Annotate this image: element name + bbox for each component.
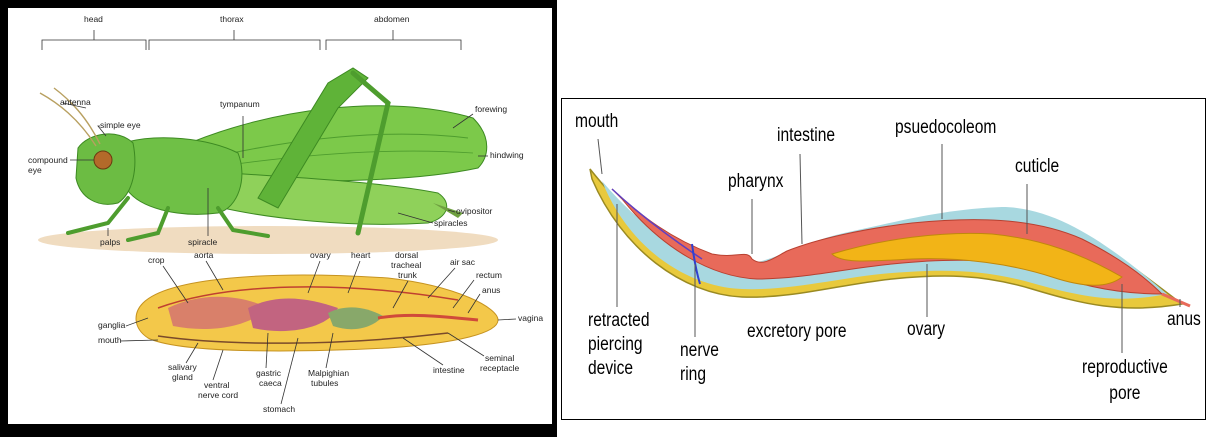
- label-mouth: mouth: [98, 335, 122, 345]
- worm-panel: mouth intestine pharynx psuedocoleom cut…: [561, 98, 1206, 420]
- label-stomach: stomach: [263, 404, 295, 414]
- label-gland: gland: [172, 372, 193, 382]
- label-receptacle: receptacle: [480, 363, 519, 373]
- worm-label-anus: anus: [1167, 309, 1201, 331]
- internal-anatomy: [136, 275, 498, 351]
- worm-label-pharynx: pharynx: [728, 171, 783, 193]
- label-spiracle: spiracle: [188, 237, 218, 247]
- label-nerve-cord: nerve cord: [198, 390, 238, 400]
- label-anus: anus: [482, 285, 500, 295]
- label-tracheal: tracheal: [391, 260, 421, 270]
- label-trunk: trunk: [398, 270, 418, 280]
- label-heart: heart: [351, 250, 371, 260]
- grasshopper-panel: head thorax abdomen antenna simp: [8, 8, 552, 424]
- label-hindwing: hindwing: [490, 150, 524, 160]
- abdomen-shape: [223, 173, 447, 224]
- label-gastric: gastric: [256, 368, 282, 378]
- label-crop: crop: [148, 255, 165, 265]
- label-ovary: ovary: [310, 250, 332, 260]
- label-malpighian: Malpighian: [308, 368, 349, 378]
- label-intestine: intestine: [433, 365, 465, 375]
- label-caeca: caeca: [259, 378, 282, 388]
- label-forewing: forewing: [475, 104, 507, 114]
- region-thorax-label: thorax: [220, 14, 244, 24]
- label-spiracles: spiracles: [434, 218, 468, 228]
- label-compound-eye-1: compound: [28, 155, 68, 165]
- label-ovipositor: ovipositor: [456, 206, 493, 216]
- label-rectum: rectum: [476, 270, 502, 280]
- worm-label-psuedocoleom: psuedocoleom: [895, 117, 996, 139]
- label-air-sac: air sac: [450, 257, 476, 267]
- label-simple-eye: simple eye: [100, 120, 141, 130]
- label-antenna: antenna: [60, 97, 91, 107]
- region-abdomen-label: abdomen: [374, 14, 410, 24]
- worm-label-excretory-pore: excretory pore: [747, 321, 847, 343]
- thorax-shape: [123, 138, 242, 214]
- label-vagina: vagina: [518, 313, 543, 323]
- worm-label-mouth: mouth: [575, 111, 618, 133]
- worm-label-intestine: intestine: [777, 125, 835, 147]
- label-seminal: seminal: [485, 353, 514, 363]
- label-ganglia: ganglia: [98, 320, 126, 330]
- grasshopper-figure: [40, 68, 487, 240]
- grasshopper-diagram: head thorax abdomen antenna simp: [8, 8, 552, 424]
- region-brackets: head thorax abdomen: [42, 14, 461, 50]
- compound-eye-shape: [94, 151, 112, 169]
- label-aorta: aorta: [194, 250, 214, 260]
- label-palps: palps: [100, 237, 120, 247]
- label-compound-eye-2: eye: [28, 165, 42, 175]
- label-tympanum: tympanum: [220, 99, 260, 109]
- worm-label-ovary: ovary: [907, 319, 945, 341]
- label-salivary: salivary: [168, 362, 198, 372]
- label-tubules: tubules: [311, 378, 338, 388]
- worm-label-cuticle: cuticle: [1015, 156, 1059, 178]
- label-dorsal: dorsal: [395, 250, 418, 260]
- label-ventral: ventral: [204, 380, 230, 390]
- region-head-label: head: [84, 14, 103, 24]
